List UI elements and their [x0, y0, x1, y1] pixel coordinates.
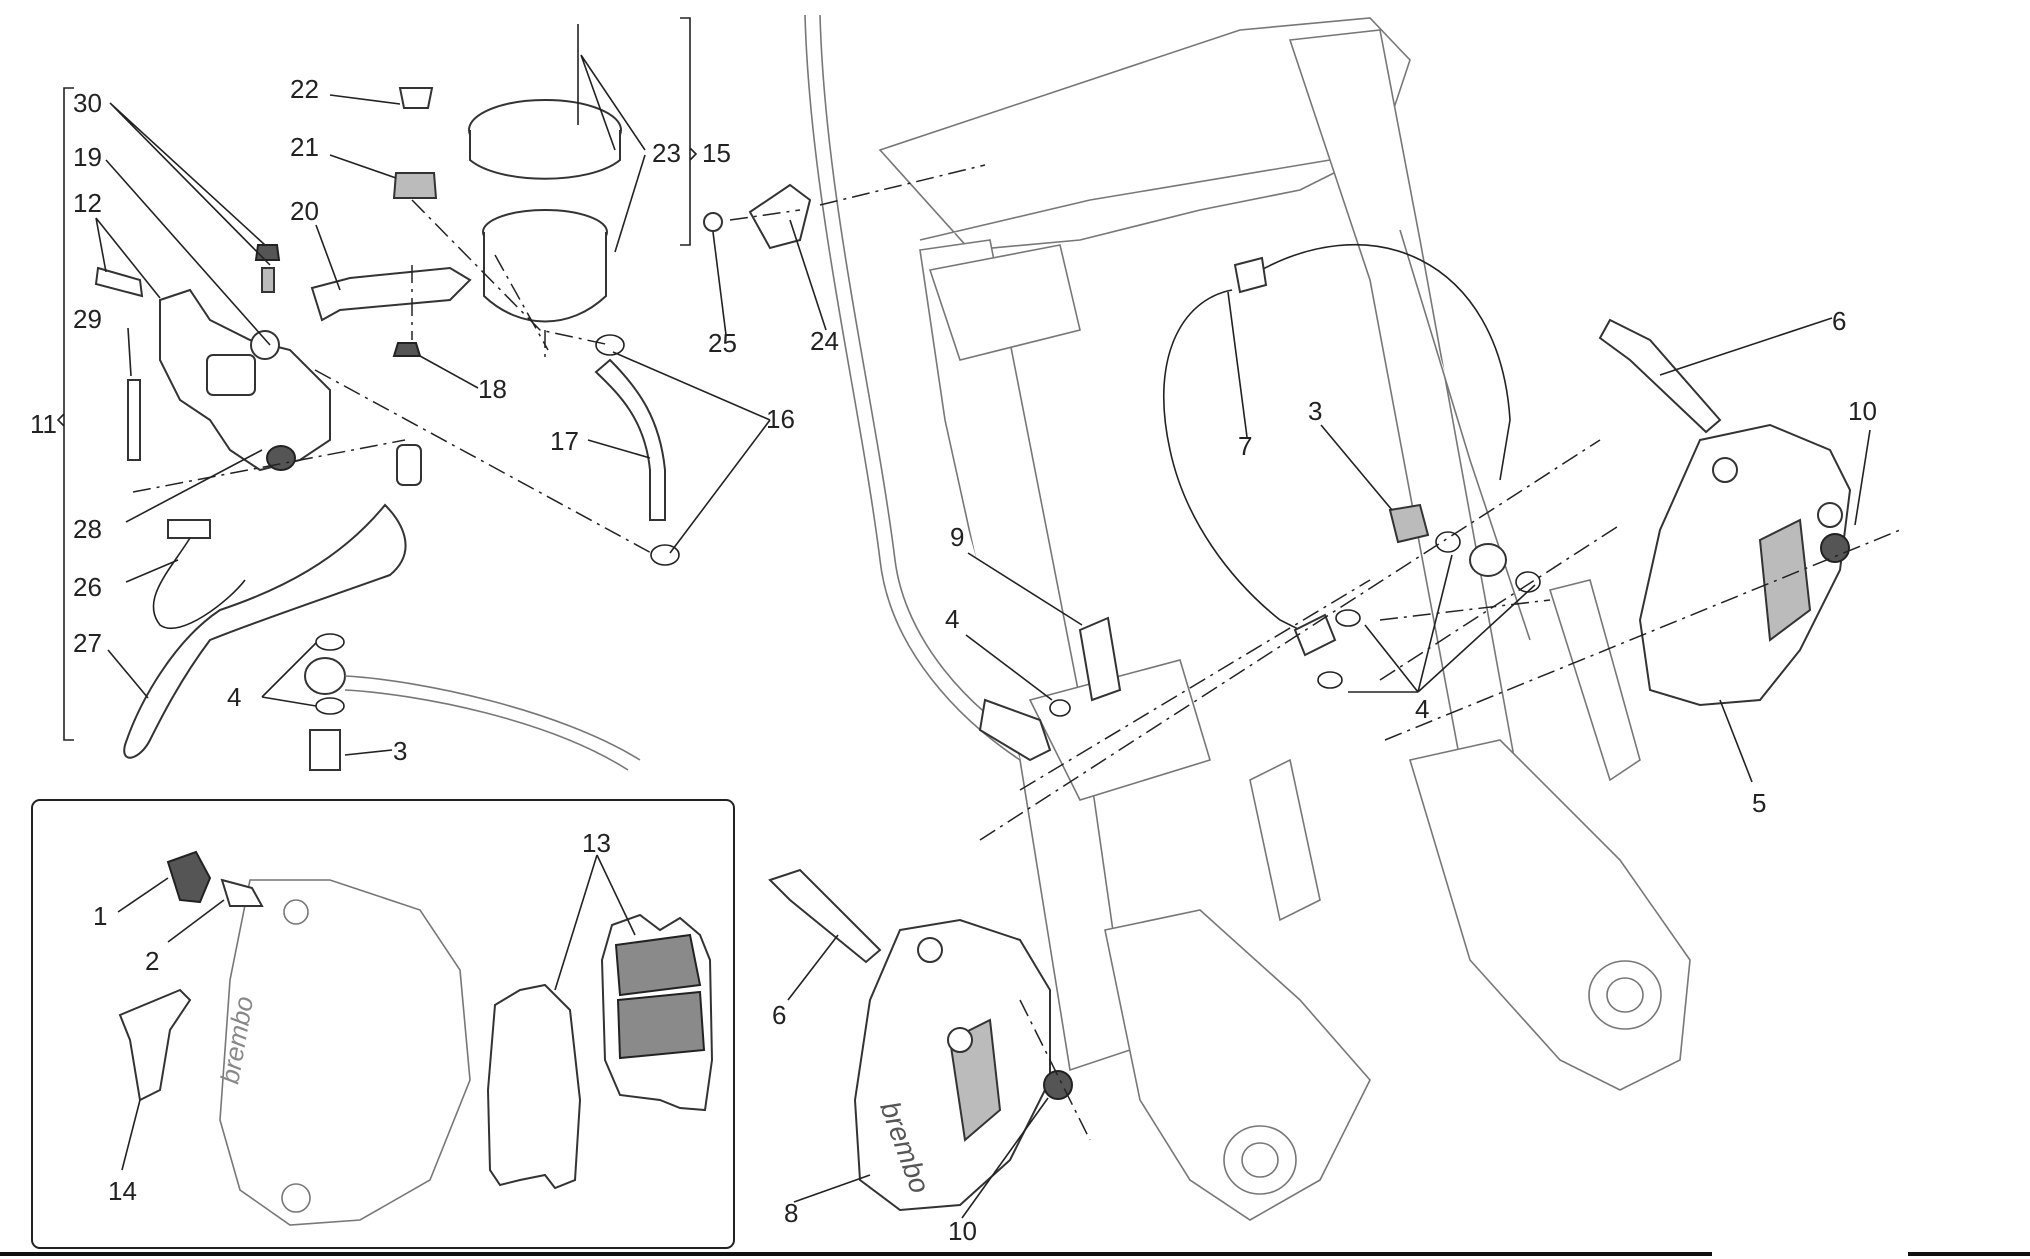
assembly-centerlines: [132, 164, 1901, 1141]
callout-28: 28: [73, 514, 102, 544]
callout-13: 13: [582, 828, 611, 858]
callout-6-left: 6: [772, 1000, 786, 1030]
callout-25: 25: [708, 328, 737, 358]
callout-27: 27: [73, 628, 102, 658]
callout-24: 24: [810, 326, 839, 356]
callout-19: 19: [73, 142, 102, 172]
switch-26: [167, 519, 211, 539]
callout-12: 12: [73, 188, 102, 218]
callout-2: 2: [145, 946, 159, 976]
callout-21: 21: [290, 132, 319, 162]
mc-cap: [206, 354, 256, 396]
callout-4-hose: 4: [1415, 694, 1429, 724]
callout-14: 14: [108, 1176, 137, 1206]
callout-5: 5: [1752, 788, 1766, 818]
callout-10-left: 10: [948, 1216, 977, 1246]
callout-15: 15: [702, 138, 731, 168]
callout-labels: 30 19 12 29 11 28 26 27 22 21 20 18 23 1…: [30, 74, 1877, 1246]
callout-9: 9: [950, 522, 964, 552]
brake-caliper-right-5: [1598, 318, 1852, 707]
callout-22: 22: [290, 74, 319, 104]
leader-lines: [95, 54, 1871, 1219]
callout-11: 11: [30, 409, 57, 439]
callout-1: 1: [93, 901, 107, 931]
group-bracket-15: [680, 17, 698, 246]
brake-hose-7: [978, 244, 1541, 762]
callout-4-bleed: 4: [945, 604, 959, 634]
inset-caliper-parts: brembo: [118, 850, 714, 1226]
callout-6-right: 6: [1832, 306, 1846, 336]
callout-18: 18: [478, 374, 507, 404]
callout-4-master: 4: [227, 682, 241, 712]
brake-caliper-left-8: brembo: [768, 868, 1073, 1212]
callout-29: 29: [73, 304, 102, 334]
callout-8: 8: [784, 1198, 798, 1228]
callout-3-hose: 3: [1308, 396, 1322, 426]
callout-23: 23: [652, 138, 681, 168]
callout-16: 16: [766, 404, 795, 434]
master-cylinder-group: [94, 24, 812, 771]
callout-26: 26: [73, 572, 102, 602]
front-fork-assembly: [804, 14, 1691, 1221]
callout-30: 30: [73, 88, 102, 118]
inset-caliper-detail-box: [31, 799, 735, 1249]
boot-28: [266, 445, 296, 471]
group-bracket-11: [56, 87, 74, 741]
callout-17: 17: [550, 426, 579, 456]
callout-10-right: 10: [1848, 396, 1877, 426]
callout-3-master: 3: [393, 736, 407, 766]
callout-20: 20: [290, 196, 319, 226]
callout-7: 7: [1238, 431, 1252, 461]
